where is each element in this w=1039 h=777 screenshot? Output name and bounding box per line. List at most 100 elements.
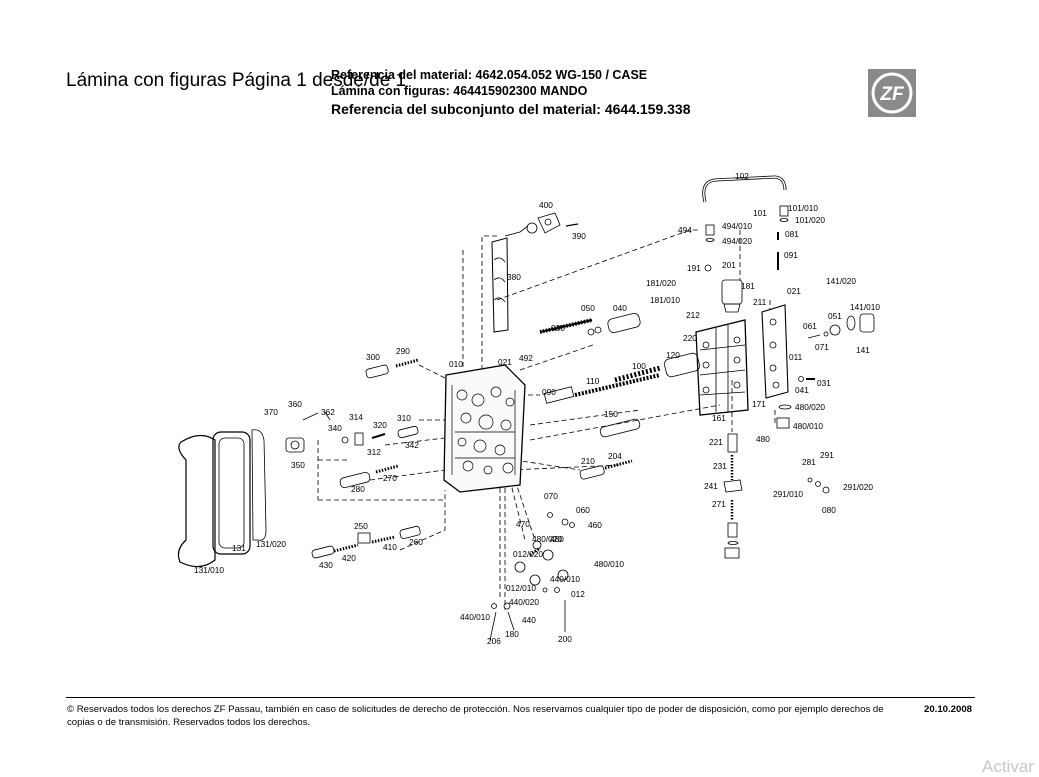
- part-label: 360: [288, 399, 302, 409]
- part-label: 440/010: [550, 574, 580, 584]
- part-label: 241: [704, 481, 718, 491]
- document-date: 20.10.2008: [924, 704, 973, 715]
- part-label: 221: [709, 437, 723, 447]
- part-label: 480/010: [594, 559, 624, 569]
- part-label: 181/010: [650, 295, 680, 305]
- part-label: 480: [756, 434, 770, 444]
- part-label: 494/010: [722, 221, 752, 231]
- part-label: 300: [366, 352, 380, 362]
- part-label: 011: [789, 352, 803, 362]
- part-label: 390: [572, 231, 586, 241]
- part-label: 320: [373, 420, 387, 430]
- part-label: 090: [542, 387, 556, 397]
- part-label: 290: [396, 346, 410, 356]
- part-label: 280: [351, 484, 365, 494]
- part-label: 440/020: [509, 597, 539, 607]
- part-label: 281: [802, 457, 816, 467]
- part-label: 200: [558, 634, 572, 644]
- exploded-parts-drawing: 102400390380101101/010101/020494494/0104…: [177, 171, 880, 646]
- part-label: 201: [722, 260, 736, 270]
- part-label: 150: [604, 409, 618, 419]
- part-label: 231: [713, 461, 727, 471]
- part-label: 021: [787, 286, 801, 296]
- part-label: 204: [608, 451, 622, 461]
- part-label: 271: [712, 499, 726, 509]
- part-label: 314: [349, 412, 363, 422]
- part-label: 070: [544, 491, 558, 501]
- part-label: 021: [498, 357, 512, 367]
- figure-sheet-reference: Lámina con figuras: 464415902300 MANDO: [331, 84, 588, 98]
- part-label: 480/010: [793, 421, 823, 431]
- part-label: 040: [613, 303, 627, 313]
- part-label: 091: [784, 250, 798, 260]
- footer-divider: [66, 697, 975, 698]
- part-label: 101: [753, 208, 767, 218]
- part-label: 250: [354, 521, 368, 531]
- part-label: 171: [752, 399, 766, 409]
- part-label: 191: [687, 263, 701, 273]
- page-title: Lámina con figuras Página 1 desde/de 1: [66, 70, 407, 91]
- part-label: 110: [586, 376, 600, 386]
- part-label: 030: [551, 323, 565, 333]
- part-label: 060: [576, 505, 590, 515]
- part-label: 161: [712, 413, 726, 423]
- part-label: 470: [516, 519, 530, 529]
- part-label: 340: [328, 423, 342, 433]
- part-label: 180: [505, 629, 519, 639]
- part-label: 141: [856, 345, 870, 355]
- material-reference: Referencia del material: 4642.054.052 WG…: [331, 68, 648, 82]
- part-label: 291/020: [843, 482, 873, 492]
- copyright-notice: © Reservados todos los derechos ZF Passa…: [67, 704, 884, 728]
- part-label: 131: [232, 543, 246, 553]
- part-label: 206: [487, 636, 501, 646]
- part-label: 181/020: [646, 278, 676, 288]
- logo-text: ZF: [879, 84, 905, 105]
- part-label: 080: [822, 505, 836, 515]
- part-label: 291/010: [773, 489, 803, 499]
- part-label: 480: [550, 534, 564, 544]
- part-label: 212: [686, 310, 700, 320]
- part-label: 131/020: [256, 539, 286, 549]
- part-label: 410: [383, 542, 397, 552]
- zf-logo: ZF: [868, 69, 916, 117]
- part-label: 494/020: [722, 236, 752, 246]
- part-label: 010: [449, 359, 463, 369]
- part-label: 141/020: [826, 276, 856, 286]
- part-label: 012: [571, 589, 585, 599]
- part-label: 061: [803, 321, 817, 331]
- part-label: 101/010: [788, 203, 818, 213]
- part-label: 100: [632, 361, 646, 371]
- part-label: 131/010: [194, 565, 224, 575]
- part-label: 362: [321, 407, 335, 417]
- part-label: 480/020: [532, 534, 562, 544]
- part-label: 071: [815, 342, 829, 352]
- part-label: 460: [588, 520, 602, 530]
- part-label: 181: [741, 281, 755, 291]
- part-label: 260: [409, 537, 423, 547]
- part-label: 081: [785, 229, 799, 239]
- part-label: 400: [539, 200, 553, 210]
- part-label: 012/020: [513, 549, 543, 559]
- part-label: 440/010: [460, 612, 490, 622]
- part-label: 310: [397, 413, 411, 423]
- part-label: 270: [383, 473, 397, 483]
- part-label: 430: [319, 560, 333, 570]
- part-label: 051: [828, 311, 842, 321]
- part-label: 350: [291, 460, 305, 470]
- part-label: 120: [666, 350, 680, 360]
- part-label: 101/020: [795, 215, 825, 225]
- part-label: 211: [753, 297, 767, 307]
- part-label: 370: [264, 407, 278, 417]
- part-label: 380: [507, 272, 521, 282]
- part-label: 492: [519, 353, 533, 363]
- part-label: 220: [683, 333, 697, 343]
- part-label: 031: [817, 378, 831, 388]
- part-label: 420: [342, 553, 356, 563]
- part-label: 102: [735, 171, 749, 181]
- part-label: 480/020: [795, 402, 825, 412]
- part-label: 291: [820, 450, 834, 460]
- subassembly-reference: Referencia del subconjunto del material:…: [331, 101, 691, 117]
- part-label: 041: [795, 385, 809, 395]
- part-label: 312: [367, 447, 381, 457]
